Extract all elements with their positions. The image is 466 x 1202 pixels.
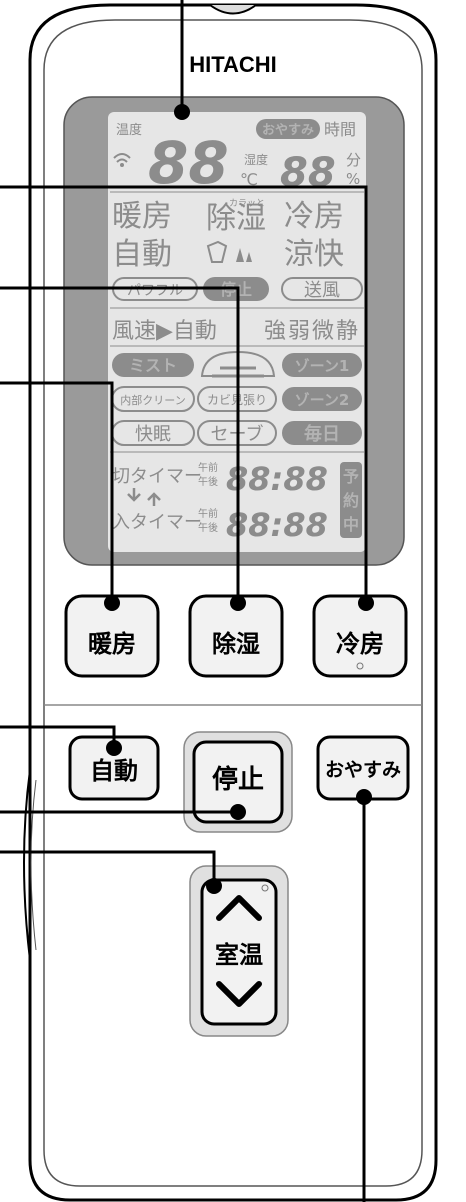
lcd-timer-rows: 切タイマー 午前 午後 88:88 入タイマー 午前 午後 88:88 予 約 … <box>112 460 362 544</box>
lcd-reserve-1: 予 <box>343 467 359 486</box>
heat-button-label: 暖房 <box>88 630 136 658</box>
stop-button-label: 停止 <box>212 764 264 795</box>
lcd-mode-ryokai: 涼快 <box>284 237 344 272</box>
lcd-on-timer: 入タイマー <box>112 512 202 533</box>
leader-dots <box>104 104 374 894</box>
room-temp-label: 室温 <box>215 941 263 969</box>
leader-cool <box>0 185 368 602</box>
lcd-celsius: ℃ <box>240 170 258 189</box>
lcd-mode-dehumid: 除湿 <box>206 201 266 236</box>
lcd-mode-rows: 暖房 カラッと 除湿 冷房 自動 涼快 <box>112 198 344 272</box>
brand-logo: HITACHI <box>189 52 277 77</box>
lcd-row-7: 快眠 セーブ 毎日 <box>111 420 362 446</box>
lcd-zone1: ゾーン1 <box>295 357 350 375</box>
lcd-temp-label: 温度 <box>116 122 142 138</box>
leader-temp <box>0 850 216 885</box>
timer-arrows-icon <box>127 488 161 506</box>
lcd-zone2: ゾーン2 <box>295 391 350 409</box>
lcd-daily: 毎日 <box>304 423 340 445</box>
lcd-reserve-2: 約 <box>343 491 359 510</box>
lcd-mist: ミスト <box>129 356 177 375</box>
lcd-fan-strong: 強 <box>264 319 286 344</box>
lcd-mode-heat: 暖房 <box>112 199 172 234</box>
leader-lines <box>0 0 368 1202</box>
temp-down-icon[interactable] <box>216 981 262 1007</box>
leader-dehumid <box>0 286 240 602</box>
temp-up-icon[interactable] <box>216 895 262 921</box>
dehumid-button-label: 除湿 <box>212 630 260 658</box>
lcd-fan-quiet: 微 <box>312 319 334 344</box>
dehumid-button[interactable]: 除湿 <box>188 594 284 678</box>
shirt-icon <box>206 240 228 263</box>
lcd-oyasumi-tag-bg <box>256 119 320 139</box>
lcd-row-5: ミスト ゾーン1 <box>112 350 362 378</box>
lcd-oyasumi-tag: おやすみ <box>262 123 314 138</box>
lcd-minute: 分 <box>346 151 361 169</box>
lcd-mode-dehumid-ruby: カラッと <box>229 198 265 209</box>
stop-button[interactable]: 停止 <box>192 740 284 824</box>
heat-button[interactable]: 暖房 <box>64 594 160 678</box>
lcd-am-1: 午前 <box>198 461 218 474</box>
room-temp-rocker: 室温 <box>200 878 278 1026</box>
leader-heat <box>0 381 114 602</box>
auto-button-label: 自動 <box>90 757 138 785</box>
lcd-fan-speed: 風速▶自動 <box>112 319 217 344</box>
lcd-fan-silent: 静 <box>336 319 358 344</box>
lcd-comfort-sleep: 快眠 <box>135 424 171 445</box>
lcd-percent: % <box>346 170 360 188</box>
lcd-clock-2: 88:88 <box>226 506 328 544</box>
rocker-indicator-dot <box>261 884 269 892</box>
lcd-time-label: 時間 <box>324 120 356 139</box>
lcd-off-timer: 切タイマー <box>112 466 202 487</box>
lcd-humidity-digits: 88 <box>280 150 336 196</box>
cool-button[interactable]: 冷房 <box>312 594 408 678</box>
lcd-powerful: パワフル <box>127 283 183 299</box>
lcd-humidity-label: 湿度 <box>244 152 268 167</box>
lcd-am-2: 午前 <box>198 507 218 520</box>
lcd-inner-clean: 内部クリーン <box>120 393 185 407</box>
oyasumi-button-label: おやすみ <box>325 759 401 781</box>
lcd-reserve-3: 中 <box>343 515 359 534</box>
lcd-clock-1: 88:88 <box>226 460 328 498</box>
lcd-fan-weak: 弱 <box>288 319 310 344</box>
cool-button-label: 冷房 <box>336 630 384 658</box>
lcd-fan-speed-row: 風速▶自動 強 弱 微 静 <box>112 319 358 344</box>
droplet-icon <box>236 248 252 262</box>
cool-indicator-dot <box>356 662 364 670</box>
lcd-fan-mode: 送風 <box>304 280 340 301</box>
auto-button[interactable]: 自動 <box>68 735 160 801</box>
wifi-icon <box>113 153 131 163</box>
lcd-mode-cool: 冷房 <box>284 199 344 234</box>
oyasumi-button[interactable]: おやすみ <box>316 735 410 801</box>
lcd-pm-1: 午後 <box>198 475 218 488</box>
lcd-pm-2: 午後 <box>198 521 218 534</box>
lcd-mode-auto: 自動 <box>112 237 172 272</box>
